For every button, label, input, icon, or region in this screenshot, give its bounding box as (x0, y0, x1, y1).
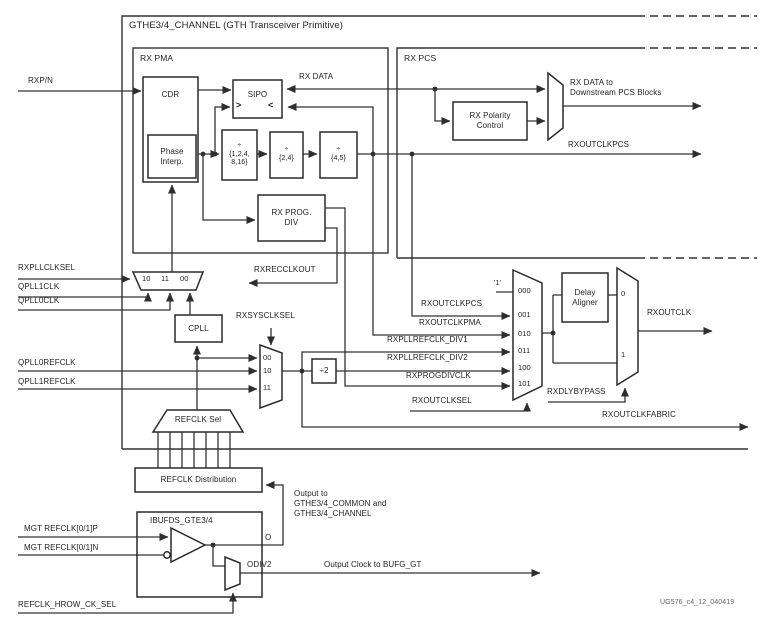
rx-data-downstream-note: RX DATA to Downstream PCS Blocks (570, 78, 662, 97)
diagram-title: GTHE3/4_CHANNEL (GTH Transceiver Primiti… (129, 20, 344, 31)
refclk-distribution-box (134, 467, 263, 493)
rx-polarity-box (452, 101, 528, 141)
rx-data-label: RX DATA (299, 72, 334, 81)
divider3-label: ÷ {4,5} (331, 146, 346, 162)
rxoutclk-label: RXOUTCLK (647, 308, 692, 317)
cpll-box (174, 314, 223, 343)
sipo-label: SIPO (247, 90, 268, 100)
rx-prog-div-box (257, 194, 326, 242)
outmux-port-001: 001 (518, 310, 531, 319)
rxpllclksel-label: RXPLLCLKSEL (18, 263, 76, 272)
rxsysclksel-label: RXSYSCLKSEL (236, 311, 295, 320)
rxpllrefclk-div1-label: RXPLLREFCLK_DIV1 (387, 335, 468, 344)
rxoutclkpcs-mux-label: RXOUTCLKPCS (421, 299, 483, 308)
output-clock-note: Output Clock to BUFG_GT (324, 560, 422, 569)
rxoutclksel-mux (512, 268, 543, 402)
sysmux-port-00: 00 (263, 353, 272, 362)
rxdlybypass-mux (616, 266, 639, 387)
ibufds-label: IBUFDS_GTE3/4 (150, 516, 213, 525)
divider3-box (319, 131, 358, 179)
outmux-port-010: 010 (518, 329, 531, 338)
junction-dots (194, 86, 556, 548)
delay-aligner-label: Delay Aligner (572, 287, 598, 307)
phase-interp-box (147, 134, 197, 179)
rx-prog-div-label: RX PROG. DIV (271, 208, 312, 227)
div-by-2-box (311, 358, 337, 384)
rxoutclksel-label: RXOUTCLKSEL (412, 396, 472, 405)
rx-polarity-label: RX Polarity Control (469, 111, 511, 130)
refclk-sel-label: REFCLK Sel (174, 415, 222, 425)
phase-interp-label: Phase Interp. (160, 146, 184, 166)
refclk-hrow-ck-sel-label: REFCLK_HROW_CK_SEL (18, 600, 117, 609)
sipo-clock-right-glyph: < (268, 100, 274, 110)
rxoutclkfabric-label: RXOUTCLKFABRIC (602, 410, 676, 419)
rxdlybypass-label: RXDLYBYPASS (547, 387, 606, 396)
sipo-box (232, 79, 283, 119)
sysmux-port-11: 11 (263, 383, 271, 392)
refclk-sel-mux (151, 409, 245, 433)
qpll1clk-label: QPLL1CLK (18, 282, 60, 291)
mgt-refclk-p-label: MGT REFCLK[0/1]P (24, 524, 98, 533)
bypassmux-port-0: 0 (621, 289, 626, 298)
odiv2-mux (224, 555, 241, 592)
divider2-box (269, 131, 304, 179)
rxpllrefclk-div2-label: RXPLLREFCLK_DIV2 (387, 353, 468, 362)
rxpn-label: RXP/N (28, 76, 53, 85)
outmux-port-011: 011 (518, 346, 531, 355)
o-pin-label: O (265, 533, 272, 542)
divider2-label: ÷ {2,4} (279, 146, 294, 162)
rxrecclkout-label: RXRECCLKOUT (254, 265, 316, 274)
rxoutclkpcs-output-label: RXOUTCLKPCS (568, 140, 630, 149)
divider1-label: ÷ {1,2,4, 8,16} (229, 142, 250, 167)
rx-pma-label: RX PMA (140, 53, 174, 63)
rx-pcs-label: RX PCS (404, 53, 437, 63)
figure-id: UG576_c4_12_040419 (660, 599, 735, 606)
pllmux-port-10: 10 (142, 274, 151, 283)
outmux-port-101: 101 (518, 379, 531, 388)
mgt-refclk-n-label: MGT REFCLK[0/1]N (24, 543, 99, 552)
divider1-box (221, 129, 258, 181)
odiv2-label: ODIV2 (247, 560, 272, 569)
ibufds-box (136, 511, 263, 598)
div-by-2-label: ÷2 (319, 366, 329, 376)
qpll0clk-label: QPLL0CLK (18, 296, 60, 305)
pcs-output-mux (547, 71, 564, 142)
cdr-label: CDR (161, 90, 180, 100)
sipo-clock-left-glyph: > (236, 100, 242, 110)
pllmux-port-00: 00 (180, 274, 189, 283)
rx-pcs-box-dashed (637, 47, 757, 259)
rx-pcs-box (396, 47, 637, 259)
pllmux-port-11: 11 (161, 274, 169, 283)
output-to-note: Output to GTHE3/4_COMMON and GTHE3/4_CHA… (294, 489, 387, 518)
sysmux-port-10: 10 (263, 366, 272, 375)
channel-box (121, 15, 637, 449)
bypassmux-port-1: 1 (621, 350, 626, 359)
refclk-distribution-label: REFCLK Distribution (160, 475, 237, 485)
rxoutclkpma-label: RXOUTCLKPMA (419, 318, 481, 327)
rx-pma-box (132, 47, 389, 254)
rxpllclksel-mux (131, 271, 205, 291)
rxsysclksel-mux (259, 343, 283, 410)
tie-high-label: '1' (494, 278, 502, 287)
outmux-port-100: 100 (518, 363, 531, 372)
ibufds-buffer-triangle (170, 526, 207, 564)
rxprogdivclk-label: RXPROGDIVCLK (406, 371, 471, 380)
cpll-label: CPLL (188, 323, 209, 333)
qpll0refclk-label: QPLL0REFCLK (18, 358, 76, 367)
qpll1refclk-label: QPLL1REFCLK (18, 377, 76, 386)
delay-aligner-box (561, 272, 609, 323)
outmux-port-000: 000 (518, 286, 531, 295)
inverting-input-bubble (163, 551, 171, 559)
